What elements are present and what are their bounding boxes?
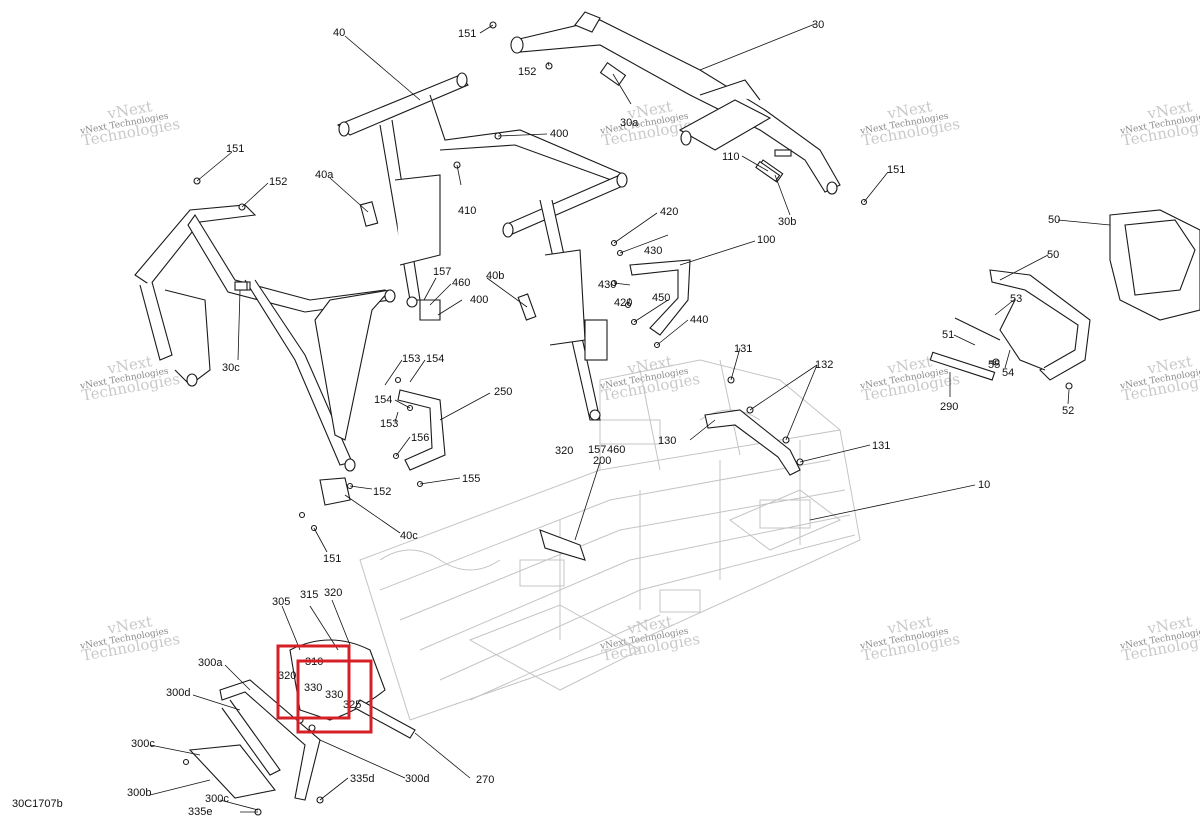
callout-label: 151 — [887, 164, 905, 176]
callout-label: 154 — [374, 394, 392, 406]
callout-label: 320 — [555, 445, 573, 457]
callout-label: 325 — [343, 699, 361, 711]
callout-label: 330 — [325, 689, 343, 701]
callout-leaders — [149, 23, 1111, 813]
callout-label: 152 — [373, 486, 391, 498]
drawing-code: 30C1707b — [12, 798, 63, 810]
callout-label: 156 — [411, 432, 429, 444]
callout-label: 130 — [658, 435, 676, 447]
callout-label: 40 — [333, 27, 345, 39]
callout-label: 300d — [405, 773, 429, 785]
callout-label: 51 — [942, 329, 954, 341]
callout-label: 460 — [607, 444, 625, 456]
hardware-bolts — [193, 21, 868, 561]
front-cage-40 — [336, 72, 628, 421]
callout-label: 450 — [652, 292, 670, 304]
callout-label: 40b — [486, 270, 504, 282]
callout-label: 300c — [131, 738, 155, 750]
callout-label: 30a — [620, 117, 639, 129]
callout-label: 40c — [400, 530, 418, 542]
callout-label: 30 — [812, 19, 824, 31]
callout-label: 300c — [205, 793, 229, 805]
callout-label: 157 — [433, 266, 451, 278]
callout-label: 430 — [598, 279, 616, 291]
callout-label: 440 — [690, 314, 708, 326]
callout-label: 110 — [722, 151, 740, 163]
highlight-box-2 — [296, 659, 373, 734]
callout-label: 400 — [470, 294, 488, 306]
callout-label: 152 — [518, 66, 536, 78]
callout-label: 132 — [815, 359, 833, 371]
highlight-box-1 — [276, 644, 351, 720]
callout-label: 131 — [872, 440, 890, 452]
callout-label: 315 — [300, 589, 318, 601]
callout-label: 157 — [588, 444, 606, 456]
callout-label: 400 — [550, 128, 568, 140]
callout-label: 151 — [323, 553, 341, 565]
roof-rail-30 — [510, 11, 841, 195]
callout-label: 330 — [304, 682, 322, 694]
chassis-frame-ghost — [359, 359, 861, 721]
callout-label: 155 — [462, 473, 480, 485]
side-cage-left — [134, 204, 446, 472]
callout-label: 30c — [222, 362, 240, 374]
callout-label: 335e — [188, 806, 212, 818]
callout-label: 270 — [476, 774, 494, 786]
callout-label: 200 — [593, 455, 611, 467]
callout-label: 151 — [226, 143, 244, 155]
callout-label: 55 — [988, 359, 1000, 371]
callout-label: 153 — [380, 418, 398, 430]
callout-label: 30b — [778, 216, 796, 228]
callout-label: 290 — [940, 401, 958, 413]
callout-label: 52 — [1062, 405, 1074, 417]
callout-label: 53 — [1010, 293, 1022, 305]
callout-label: 460 — [452, 277, 470, 289]
callout-label: 250 — [494, 386, 512, 398]
callout-label: 10 — [978, 479, 990, 491]
callout-label: 50 — [1047, 249, 1059, 261]
callout-label: 430 — [644, 245, 662, 257]
callout-label: 152 — [269, 176, 287, 188]
callout-label: 420 — [614, 297, 632, 309]
callout-label: 154 — [426, 353, 444, 365]
callout-label: 420 — [660, 206, 678, 218]
callout-label: 40a — [315, 169, 334, 181]
side-cage-right — [629, 209, 1200, 476]
callout-label: 300b — [127, 787, 151, 799]
callout-label: 335d — [350, 773, 374, 785]
callout-label: 320 — [278, 670, 296, 682]
callout-label: 54 — [1002, 367, 1014, 379]
callout-label: 305 — [272, 596, 290, 608]
callout-label: 410 — [458, 205, 476, 217]
callout-label: 100 — [757, 234, 775, 246]
callout-label: 153 — [402, 353, 420, 365]
callout-label: 300d — [166, 687, 190, 699]
callout-label: 131 — [734, 343, 752, 355]
callout-label: 151 — [458, 28, 476, 40]
callout-label: 50 — [1048, 214, 1060, 226]
callout-label: 320 — [324, 587, 342, 599]
callout-label: 300a — [198, 657, 223, 669]
